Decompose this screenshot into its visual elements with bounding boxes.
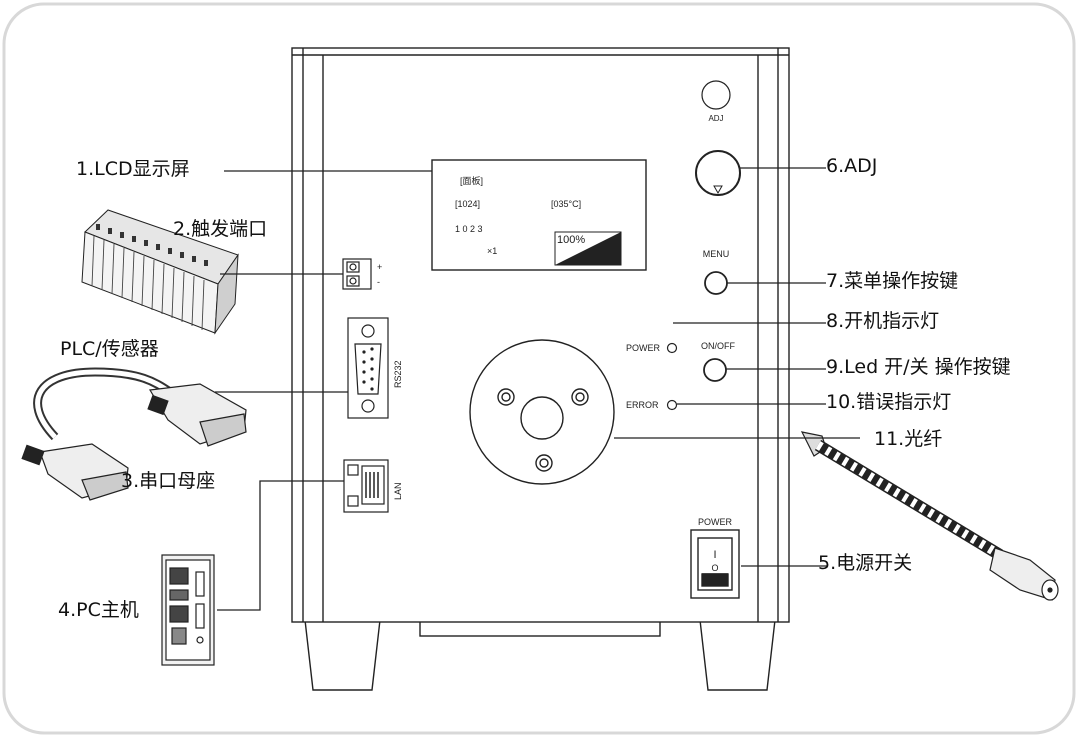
power-switch-title: POWER xyxy=(698,517,733,527)
fiber-output xyxy=(469,339,615,485)
label-fiber: 11.光纤 xyxy=(874,428,943,450)
terminal-plus: + xyxy=(377,262,382,272)
label-pc: 4.PC主机 xyxy=(58,599,139,621)
lan-port xyxy=(343,459,389,513)
adj-small-knob[interactable] xyxy=(701,80,731,110)
label-power-led: 8.开机指示灯 xyxy=(826,310,940,332)
pc-illustration xyxy=(161,554,215,666)
label-menu-key: 7.菜单操作按键 xyxy=(826,270,959,292)
switch-on-mark: I xyxy=(713,549,716,561)
rs232-label: RS232 xyxy=(393,360,403,388)
menu-label: MENU xyxy=(703,249,730,259)
lcd-temperature: [035°C] xyxy=(551,199,581,209)
lcd-digits: 1 0 2 3 xyxy=(455,224,483,234)
lcd-screen: [面板] [1024] [035°C] 1 0 2 3 ×1 100% xyxy=(431,159,647,271)
switch-off-mark: O xyxy=(711,563,718,573)
lcd-value: [1024] xyxy=(455,199,480,209)
label-led-key: 9.Led 开/关 操作按键 xyxy=(826,356,1011,378)
error-indicator-label: ERROR xyxy=(626,400,659,410)
on-off-button[interactable] xyxy=(703,358,727,382)
terminal-minus: - xyxy=(377,277,380,287)
label-power-switch: 5.电源开关 xyxy=(818,552,913,574)
trigger-terminal xyxy=(342,258,372,290)
power-switch[interactable] xyxy=(690,529,740,599)
adj-small-label: ADJ xyxy=(708,114,723,123)
lcd-level-fill xyxy=(555,232,621,265)
on-off-label: ON/OFF xyxy=(701,341,735,351)
rs232-port xyxy=(347,317,389,419)
error-indicator-led xyxy=(666,399,678,411)
power-indicator-led xyxy=(666,342,678,354)
lcd-multiplier: ×1 xyxy=(487,246,497,256)
label-plc: PLC/传感器 xyxy=(60,338,159,360)
adj-knob[interactable] xyxy=(695,150,741,196)
menu-button[interactable] xyxy=(704,271,728,295)
label-adj: 6.ADJ xyxy=(826,155,878,177)
adj-knob-marker xyxy=(713,185,723,195)
leader-lines xyxy=(215,167,860,611)
lan-label: LAN xyxy=(393,482,403,500)
lcd-title: [面板] xyxy=(460,175,483,186)
label-trigger: 2.触发端口 xyxy=(173,218,268,240)
serial-cable-illustration xyxy=(21,367,247,501)
device-feet xyxy=(304,619,776,691)
lcd-percent: 100% xyxy=(557,234,585,246)
label-serial: 3.串口母座 xyxy=(121,470,216,492)
power-indicator-label: POWER xyxy=(626,343,661,353)
label-error-led: 10.错误指示灯 xyxy=(826,391,952,413)
label-lcd: 1.LCD显示屏 xyxy=(76,158,190,180)
